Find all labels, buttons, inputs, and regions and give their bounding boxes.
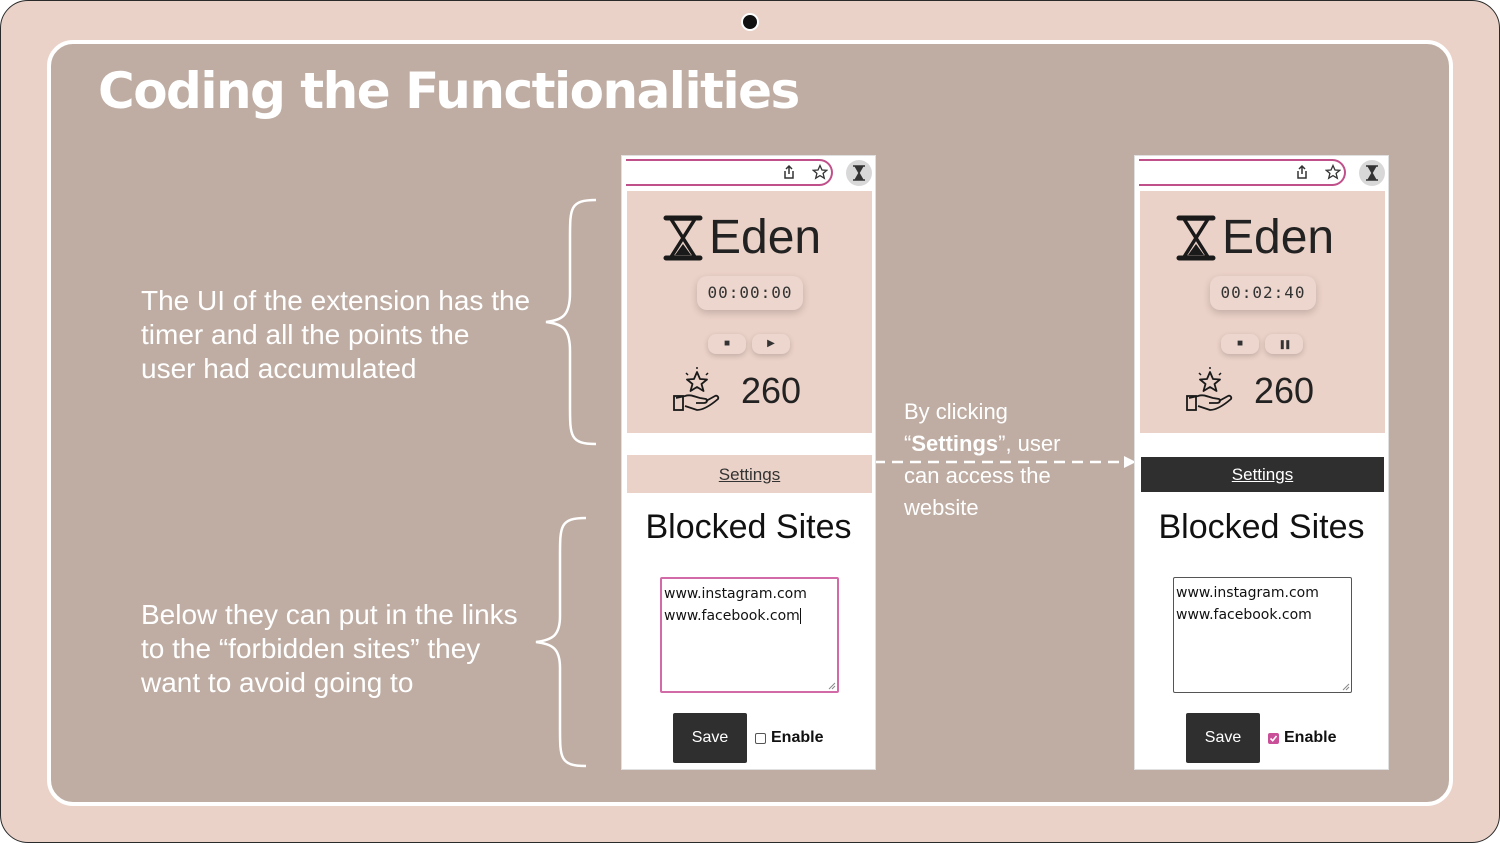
save-button[interactable]: Save <box>1186 713 1260 763</box>
text-caret <box>799 608 801 624</box>
brand: Eden <box>1176 211 1334 265</box>
browser-toolbar <box>622 156 875 191</box>
hourglass-icon <box>1176 215 1216 261</box>
stop-button[interactable]: ■ <box>1221 334 1259 354</box>
stop-button[interactable]: ■ <box>708 334 746 354</box>
extension-button[interactable] <box>1359 160 1385 186</box>
stop-icon: ■ <box>1236 338 1244 349</box>
pause-button[interactable]: ❚❚ <box>1265 334 1303 354</box>
resize-grip-icon[interactable] <box>828 682 836 690</box>
extension-button[interactable] <box>846 160 872 186</box>
settings-bar[interactable]: Settings <box>627 455 872 493</box>
hourglass-icon <box>853 165 865 181</box>
timer-display: 00:02:40 <box>1210 276 1316 310</box>
blocked-site-entry: www.instagram.com <box>664 586 807 602</box>
share-icon[interactable] <box>782 164 796 183</box>
play-button[interactable]: ▶ <box>752 334 790 354</box>
hourglass-icon <box>1366 165 1378 181</box>
enable-toggle[interactable]: Enable <box>1268 729 1336 747</box>
share-icon[interactable] <box>1295 164 1309 183</box>
enable-checkbox-checked[interactable] <box>1268 732 1279 744</box>
blocked-site-entry: www.facebook.com <box>1176 607 1312 623</box>
pause-icon: ❚❚ <box>1278 339 1291 349</box>
blocked-site-text: www.facebook.com <box>664 608 800 624</box>
brace-bottom <box>535 516 587 768</box>
camera-dot <box>741 13 759 31</box>
description-bottom: Below they can put in the links to the “… <box>141 599 518 698</box>
points-display: 260 <box>1186 366 1314 416</box>
enable-checkbox[interactable] <box>755 732 766 744</box>
star-in-hand-icon <box>1186 367 1233 411</box>
save-button[interactable]: Save <box>673 713 747 763</box>
popup-header-area: Eden 00:02:40 ■ ❚❚ 260 <box>1140 191 1385 433</box>
browser-toolbar <box>1135 156 1388 191</box>
enable-label: Enable <box>771 729 824 746</box>
stop-icon: ■ <box>723 338 731 349</box>
extension-popup-active: Eden 00:02:40 ■ ❚❚ 260 Settings Blocked … <box>1134 155 1389 770</box>
hourglass-icon <box>663 215 703 261</box>
bookmark-star-icon[interactable] <box>1324 163 1342 183</box>
slide-title: Coding the Functionalities <box>98 62 800 120</box>
blocked-site-entry: www.instagram.com <box>1176 585 1319 601</box>
enable-label: Enable <box>1284 729 1337 746</box>
blocked-site-entry: www.facebook.com <box>664 605 835 627</box>
description-top: The UI of the extension has the timer an… <box>141 285 531 384</box>
note-text-bold: Settings <box>911 431 999 456</box>
address-bar[interactable] <box>1139 159 1346 186</box>
play-icon: ▶ <box>767 338 775 349</box>
brace-top <box>545 198 597 446</box>
popup-header-area: Eden 00:00:00 ■ ▶ 260 <box>627 191 872 433</box>
resize-grip-icon[interactable] <box>1342 683 1350 691</box>
star-in-hand-icon <box>673 367 720 411</box>
enable-toggle[interactable]: Enable <box>755 729 823 747</box>
checkmark-icon <box>1269 734 1278 742</box>
points-display: 260 <box>673 366 801 416</box>
address-bar[interactable] <box>626 159 833 186</box>
settings-bar-hover[interactable]: Settings <box>1141 457 1384 492</box>
blocked-sites-title: Blocked Sites <box>1158 508 1365 546</box>
note-text-pre: By clicking “ <box>904 399 1008 456</box>
bookmark-star-icon[interactable] <box>811 163 829 183</box>
brand-name: Eden <box>1222 211 1335 264</box>
points-value: 260 <box>741 370 802 411</box>
note-text-post: ”, user can access the website <box>904 431 1061 520</box>
points-value: 260 <box>1254 370 1315 411</box>
settings-link[interactable]: Settings <box>718 465 781 484</box>
dashed-arrow <box>874 456 1136 468</box>
brand: Eden <box>663 211 821 265</box>
timer-display: 00:00:00 <box>697 276 803 310</box>
settings-link[interactable]: Settings <box>1231 465 1294 484</box>
brand-name: Eden <box>709 211 822 264</box>
extension-popup-default: Eden 00:00:00 ■ ▶ 260 Settings Blocked S… <box>621 155 876 770</box>
blocked-sites-textarea[interactable]: www.instagram.com www.facebook.com <box>660 577 839 693</box>
blocked-sites-title: Blocked Sites <box>645 508 852 546</box>
blocked-sites-textarea[interactable]: www.instagram.com www.facebook.com <box>1173 577 1352 693</box>
settings-note: By clicking “Settings”, user can access … <box>904 396 1084 524</box>
